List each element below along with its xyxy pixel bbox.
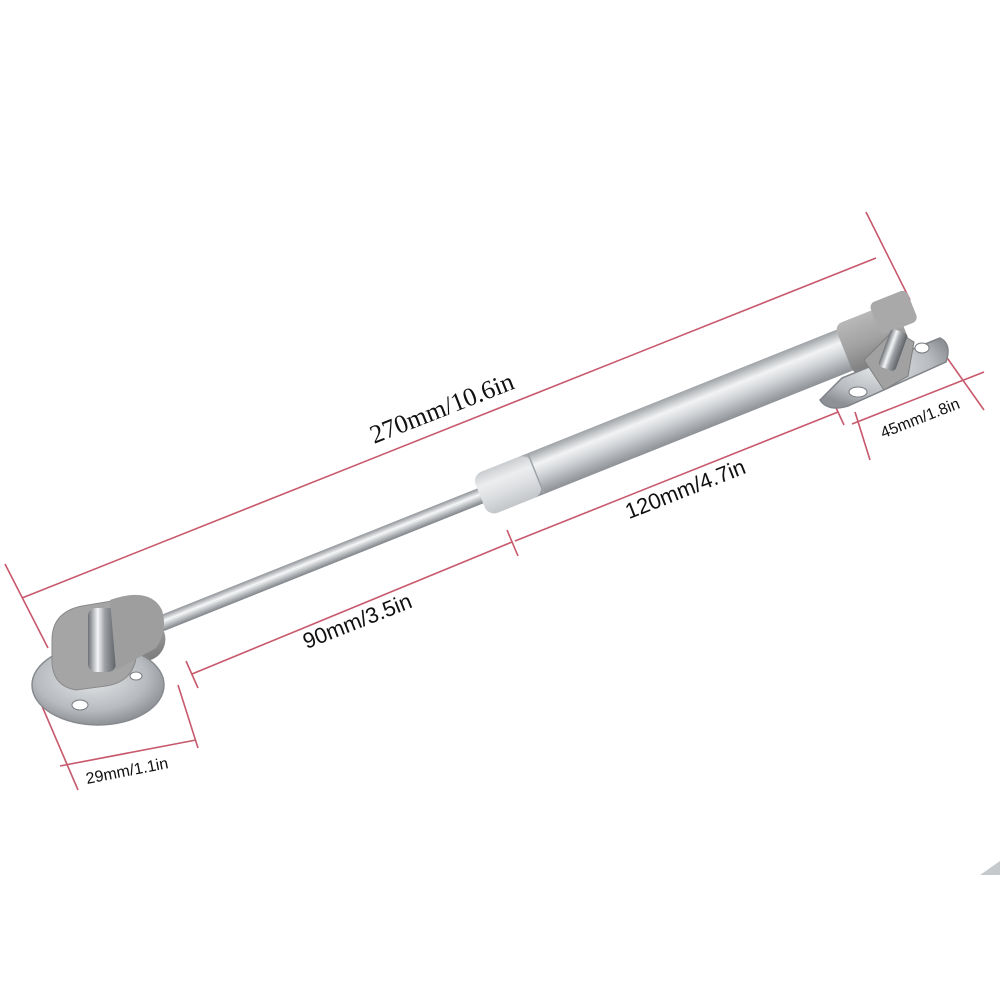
left-bracket-tick-right	[177, 684, 199, 749]
right-screw-hole	[848, 386, 868, 398]
left-bracket-tick-left	[41, 705, 79, 791]
right-bracket-line	[851, 371, 985, 425]
gas-spring	[31, 290, 1000, 875]
rod-length-tick-left	[185, 660, 199, 689]
piston-rod	[155, 487, 488, 631]
left-screw-hole	[71, 699, 89, 711]
left-bracket-width-label: 29mm/1.1in	[84, 755, 169, 788]
total-length-label: 270mm/10.6in	[366, 367, 518, 450]
rod-length-label: 90mm/3.5in	[299, 588, 415, 653]
cylinder-length-label: 120mm/4.7in	[622, 454, 750, 524]
total-length-tick-left	[4, 563, 49, 649]
corner-fragment	[980, 861, 1000, 875]
total-length-tick-right	[865, 211, 911, 301]
right-screw-hole-2	[914, 342, 930, 354]
total-length-line	[21, 257, 877, 599]
left-bracket-line	[59, 739, 197, 767]
right-bracket-tick-left	[854, 411, 871, 461]
cylinder-length-line	[514, 411, 839, 542]
cylinder-body	[475, 329, 857, 514]
rod-length-line	[191, 541, 513, 675]
rod-length-tick-right	[506, 529, 519, 557]
right-bracket-width-label: 45mm/1.8in	[878, 396, 962, 442]
left-screw-hole-2	[129, 671, 143, 681]
